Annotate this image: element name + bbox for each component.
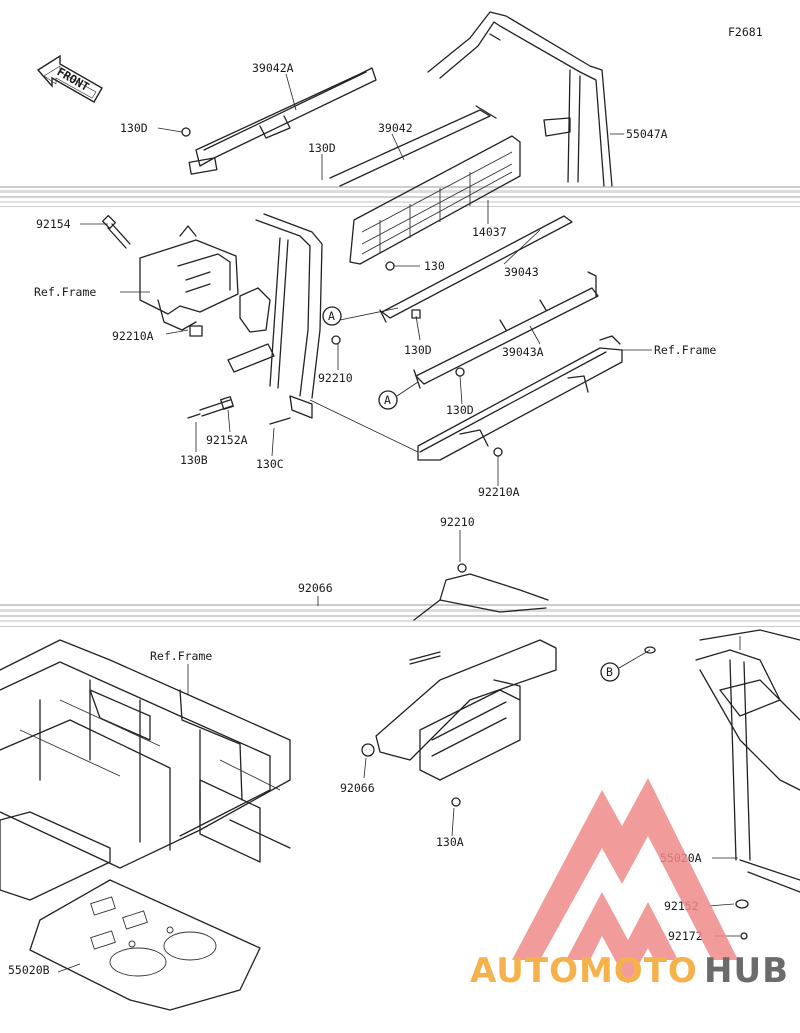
chassis-frame-right: [695, 629, 800, 893]
bolt-92154: [101, 214, 131, 249]
rops-lower-left-frame: [227, 213, 323, 419]
callout-a-label: A: [384, 393, 391, 407]
roll-bar-39042A: [188, 67, 377, 175]
callout-a-label: A: [328, 309, 335, 323]
part-label-92066: 92066: [298, 581, 333, 595]
figure-id: F2681: [728, 25, 763, 39]
part-label-92210A: 92210A: [478, 485, 520, 499]
scan-noise-band-upper: [0, 186, 800, 207]
part-label-39042A: 39042A: [252, 61, 294, 75]
grille-14037: [349, 135, 521, 265]
part-label-39043: 39043: [504, 265, 539, 279]
part-label-130A: 130A: [436, 835, 464, 849]
part-label-92210: 92210: [318, 371, 353, 385]
chassis-frame: [0, 639, 291, 869]
part-label-92152A: 92152A: [206, 433, 248, 447]
watermark-text-hub: HUB: [704, 951, 789, 991]
cross-bar-39043A: [413, 271, 599, 389]
callout-b: B: [600, 649, 651, 682]
part-label-130D: 130D: [308, 141, 336, 155]
part-label-92210A: 92210A: [112, 329, 154, 343]
part-label-130D: 130D: [446, 403, 474, 417]
watermark-text-automoto: AUTOMOTO: [470, 951, 698, 991]
leader-lines-lower: [57, 530, 741, 973]
hardware-small-parts: [181, 127, 503, 457]
part-label-39042: 39042: [378, 121, 413, 135]
part-label-130C: 130C: [256, 457, 284, 471]
part-label-39043A: 39043A: [502, 345, 544, 359]
callout-a-lower: A: [378, 381, 419, 410]
part-label-92066: 92066: [340, 781, 375, 795]
part-label-92154: 92154: [36, 217, 71, 231]
mount-bracket-left: [139, 225, 239, 331]
ref-frame-label-left: Ref.Frame: [34, 285, 96, 299]
part-label-92210: 92210: [440, 515, 475, 529]
scan-noise-band-lower: [0, 604, 800, 627]
ref-frame-label-lower: Ref.Frame: [150, 649, 212, 663]
part-label-130: 130: [424, 259, 445, 273]
skid-plate-55020B: [0, 811, 261, 1011]
front-arrow-icon: FRONT: [36, 54, 103, 103]
callout-a-upper: A: [322, 306, 399, 326]
callout-b-label: B: [606, 665, 613, 679]
part-label-130D: 130D: [120, 121, 148, 135]
part-label-130D: 130D: [404, 343, 432, 357]
ref-frame-label-right: Ref.Frame: [654, 343, 716, 357]
rail-39042: [329, 105, 497, 187]
frame-rail-right: [417, 335, 623, 461]
part-label-130B: 130B: [180, 453, 208, 467]
part-label-14037: 14037: [472, 225, 507, 239]
cross-bar-39043: [379, 215, 573, 323]
leader-lines-upper: [80, 73, 652, 486]
part-label-55020B: 55020B: [8, 963, 50, 977]
part-label-55047A: 55047A: [626, 127, 668, 141]
part-label-92172: 92172: [668, 929, 703, 943]
watermark-logo: AUTOMOTO HUB: [470, 778, 789, 991]
step-frame-center: [375, 573, 557, 781]
hardware-lower: [361, 563, 749, 940]
rops-cage-55047A: [427, 11, 613, 187]
